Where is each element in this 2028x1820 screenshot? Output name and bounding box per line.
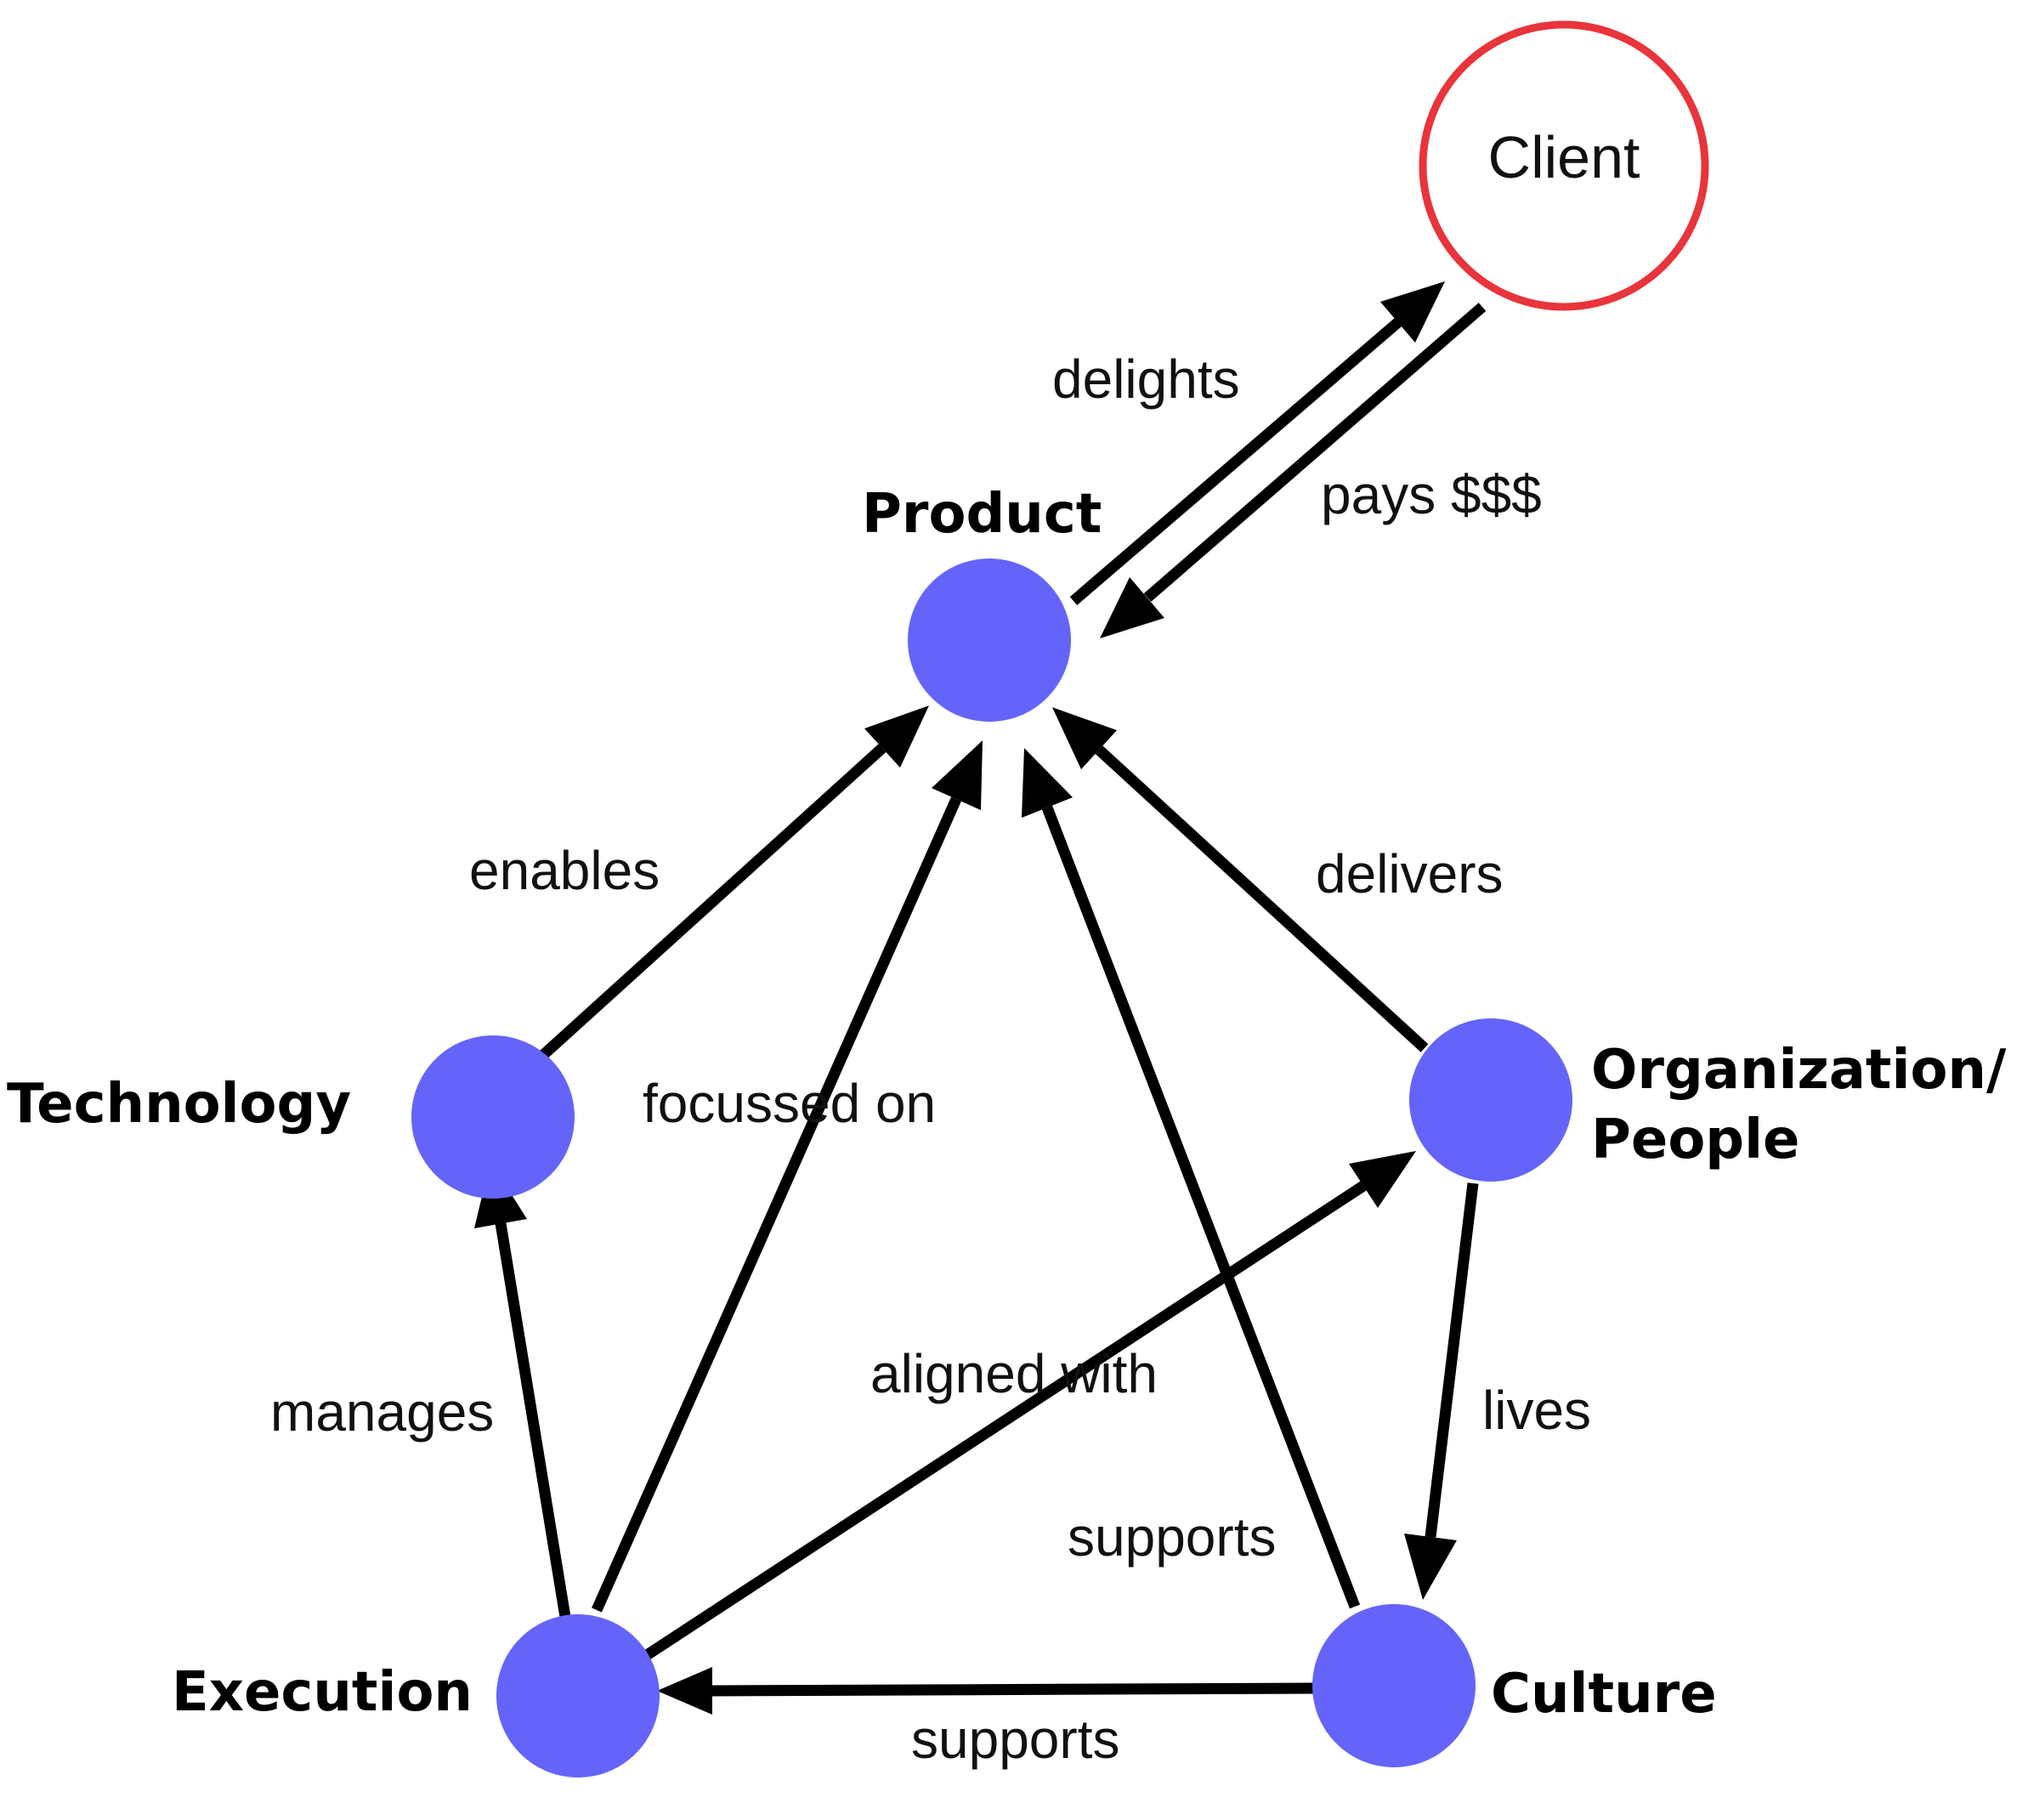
client-circle (1419, 20, 1709, 311)
node-technology: Technology (7, 1035, 575, 1199)
product-label: Product (862, 483, 1102, 546)
culture-circle (1312, 1604, 1476, 1767)
product-circle (908, 558, 1071, 722)
edge-label-lives: lives (1482, 1380, 1591, 1441)
node-execution: Execution (172, 1614, 660, 1777)
edge-label-aligned-with: aligned with (870, 1343, 1158, 1404)
edge-focussed-on (592, 740, 983, 1613)
technology-label: Technology (7, 1073, 351, 1136)
edge-label-supports-culture-product: supports (1068, 1506, 1276, 1568)
edge-pays (1100, 303, 1487, 638)
edge-label-delights: delights (1052, 349, 1240, 410)
culture-label: Culture (1491, 1663, 1717, 1726)
edge-label-enables: enables (469, 840, 660, 901)
edge-delivers (1052, 707, 1429, 1052)
edge-label-supports-culture-execution: supports (911, 1709, 1119, 1770)
edge-supports-culture-product (1022, 748, 1361, 1609)
execution-circle (496, 1614, 660, 1777)
edge-aligned-with (641, 1151, 1416, 1662)
organization-label-line2: People (1591, 1108, 1799, 1171)
node-client: Client (1419, 20, 1709, 311)
execution-label: Execution (172, 1661, 473, 1724)
edge-label-pays: pays $$$ (1321, 464, 1542, 525)
technology-circle (411, 1035, 575, 1199)
edge-label-focussed-on: focussed on (643, 1073, 936, 1134)
edge-label-manages: manages (270, 1381, 494, 1443)
edge-lives (1404, 1182, 1479, 1600)
organization-label-line1: Organization/ (1591, 1039, 2007, 1102)
edge-label-delivers: delivers (1316, 843, 1504, 904)
edge-enables (538, 706, 929, 1060)
client-label: Client (1488, 124, 1640, 190)
edge-delights (1069, 281, 1445, 605)
node-organization-people: Organization/ People (1409, 1018, 2007, 1182)
node-culture: Culture (1312, 1604, 1717, 1767)
edge-supports-culture-execution (657, 1667, 1314, 1715)
node-product: Product (862, 483, 1102, 722)
organization-circle (1409, 1018, 1572, 1182)
